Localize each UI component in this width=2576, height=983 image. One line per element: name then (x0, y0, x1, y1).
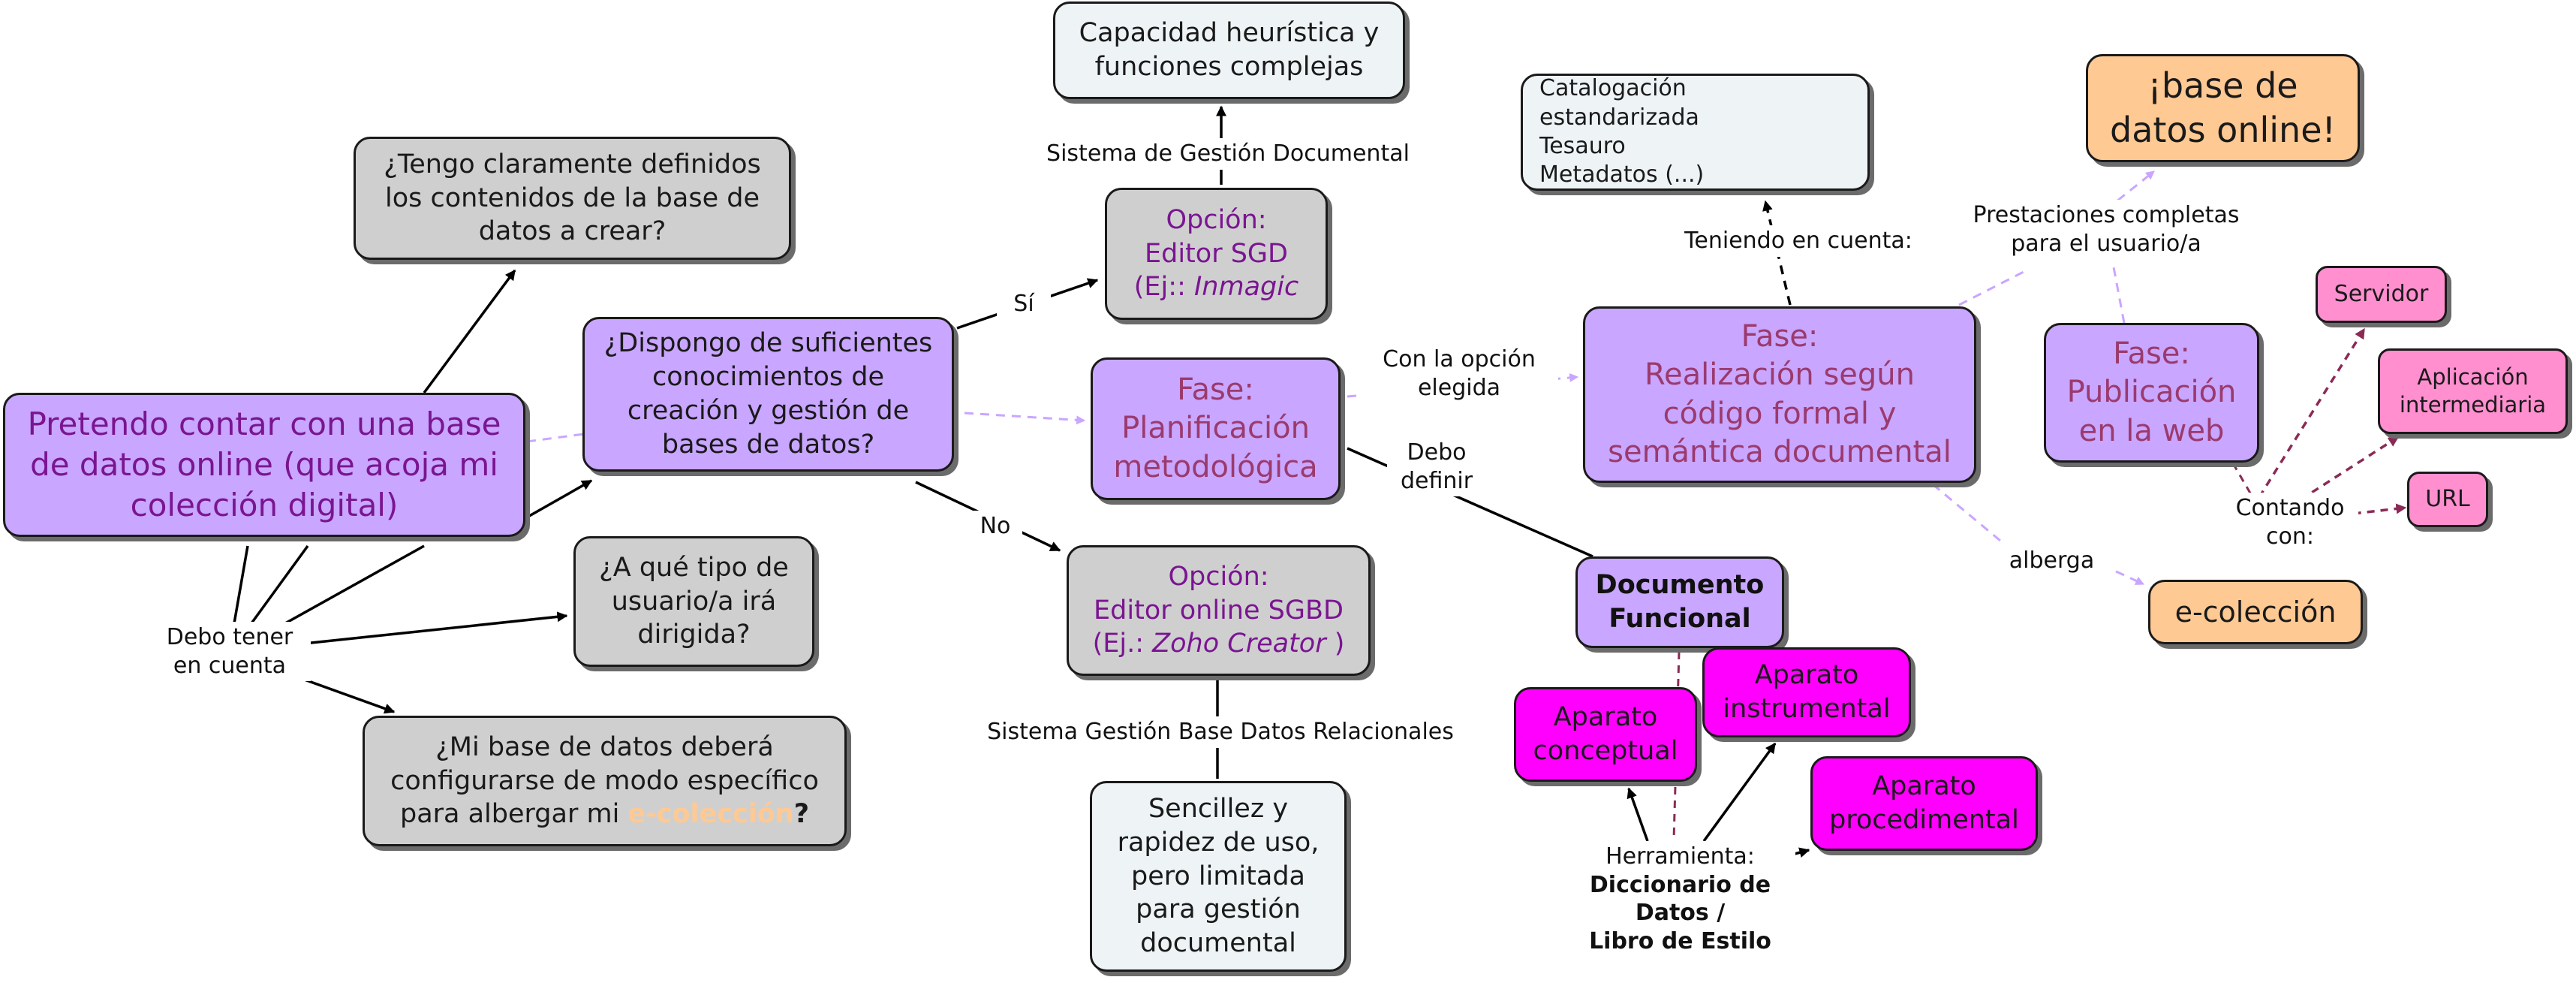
node-editor-sgbd[interactable]: Opción: Editor online SGBD (Ej.: Zoho Cr… (1067, 545, 1371, 676)
connector-pretendo-dispongo-dashed (526, 433, 585, 443)
node-tengo[interactable]: ¿Tengo claramente definidos los contenid… (354, 137, 791, 260)
connector-pretendo-dispongo (525, 479, 593, 520)
connector-realiz-prest (1958, 269, 2027, 306)
node-sgd-l3: (Ej:: Inmagic (1133, 272, 1299, 303)
connector-pretendo-tengo (423, 269, 516, 394)
node-capacidad[interactable]: Capacidad heurística y funciones complej… (1053, 2, 1405, 99)
node-aplicacion-text: Aplicación intermediaria (2399, 363, 2547, 418)
node-url[interactable]: URL (2407, 472, 2488, 527)
node-sgbd-l3: (Ej.: Zoho Creator ) (1092, 629, 1345, 659)
node-aparato-proc-text: Aparato procedimental (1829, 771, 2019, 835)
connector-docfunc-herr (1672, 651, 1681, 840)
label-alberga: alberga (1993, 545, 2111, 577)
node-sgbd-l2: Editor online SGBD (1094, 595, 1344, 626)
node-catalog-l3: Metadatos (...) (1539, 161, 1705, 188)
node-catalog-l1: Catalogación estandarizada (1539, 75, 1699, 131)
node-servidor-text: Servidor (2334, 280, 2429, 307)
node-servidor[interactable]: Servidor (2316, 266, 2447, 323)
connector-prest-basedatos (2105, 170, 2155, 212)
node-ecoleccion-text: e-colección (2174, 595, 2337, 629)
node-publicacion[interactable]: Fase: Publicación en la web (2044, 323, 2259, 463)
node-aparato-instrumental[interactable]: Aparato instrumental (1702, 647, 1911, 737)
node-plan-l3: metodológica (1113, 449, 1318, 484)
node-usuario[interactable]: ¿A qué tipo de usuario/a irá dirigida? (573, 536, 814, 667)
node-tengo-text: ¿Tengo claramente definidos los contenid… (384, 149, 761, 247)
node-mibase-text: ¿Mi base de datos deberá configurarse de… (390, 731, 819, 830)
connector-pretendo-debo-c (284, 544, 425, 625)
label-herramienta: Herramienta: Diccionario de Datos / Libr… (1565, 841, 1795, 957)
label-no: No (968, 511, 1022, 542)
node-planificacion[interactable]: Fase: Planificación metodológica (1091, 357, 1341, 500)
node-sgbd-l1: Opción: (1168, 561, 1269, 592)
node-plan-l1: Fase: (1177, 372, 1254, 408)
node-mibase-highlight: e-colección (627, 799, 794, 830)
connector-herr-conceptual (1627, 787, 1649, 842)
node-publi-l3: en la web (2078, 413, 2225, 448)
node-base-datos-online[interactable]: ¡base de datos online! (2086, 54, 2360, 162)
label-sistema-gestion-bdr: Sistema Gestión Base Datos Relacionales (968, 716, 1473, 748)
node-sgd-l1: Opción: (1166, 204, 1267, 235)
label-teniendo-en-cuenta: Teniendo en cuenta: (1670, 225, 1927, 257)
connector-dispongo-plan (964, 412, 1086, 425)
node-basedatos-text: ¡base de datos online! (2110, 65, 2336, 150)
node-publi-l2: Publicación (2066, 375, 2237, 410)
node-realiz-l2: Realización según (1644, 357, 1915, 393)
node-aplicacion[interactable]: Aplicación intermediaria (2378, 348, 2568, 434)
node-aparato-instr-text: Aparato instrumental (1723, 660, 1891, 724)
node-dispongo[interactable]: ¿Dispongo de suficientes conocimientos d… (582, 317, 954, 472)
node-realiz-l1: Fase: (1741, 319, 1819, 354)
node-aparato-conceptual[interactable]: Aparato conceptual (1514, 687, 1697, 782)
node-plan-l2: Planificación (1121, 411, 1310, 446)
node-catalog-l2: Tesauro (1539, 133, 1626, 159)
node-aparato-procedimental[interactable]: Aparato procedimental (1810, 756, 2038, 851)
label-si: Sí (997, 288, 1051, 320)
connector-pretendo-debo-b (250, 544, 309, 625)
connector-debo-usuario (303, 611, 568, 645)
node-pretendo[interactable]: Pretendo contar con una base de datos on… (3, 393, 525, 537)
node-sgd-l2: Editor SGD (1145, 238, 1288, 269)
node-capacidad-text: Capacidad heurística y funciones complej… (1079, 18, 1380, 82)
connector-herr-instrumental (1702, 742, 1777, 843)
node-dispongo-text: ¿Dispongo de suficientes conocimientos d… (603, 328, 933, 460)
node-editor-sgd[interactable]: Opción: Editor SGD (Ej:: Inmagic (1105, 188, 1328, 320)
node-realiz-l3: código formal y (1663, 396, 1897, 431)
node-e-coleccion[interactable]: e-colección (2148, 580, 2363, 644)
node-url-text: URL (2425, 485, 2470, 512)
connector-contando-servidor (2258, 327, 2366, 498)
node-sencillez[interactable]: Sencillez y rapidez de uso, pero limitad… (1090, 781, 1347, 972)
node-documento-funcional[interactable]: Documento Funcional (1575, 556, 1784, 648)
connector-pretendo-debo-a (233, 545, 249, 624)
node-aparato-conc-text: Aparato conceptual (1533, 702, 1678, 766)
node-catalogacion[interactable]: Catalogación estandarizada Tesauro Metad… (1521, 74, 1870, 191)
node-realiz-l4: semántica documental (1608, 434, 1952, 469)
connector-realiz-alberga (1932, 483, 2001, 542)
connector-debo-mibase (299, 677, 396, 714)
label-sistema-gestion-documental: Sistema de Gestión Documental (1028, 138, 1428, 170)
node-sencillez-text: Sencillez y rapidez de uso, pero limitad… (1117, 794, 1320, 959)
node-mibase[interactable]: ¿Mi base de datos deberá configurarse de… (363, 716, 847, 846)
node-docfunc-text: Documento Funcional (1595, 570, 1765, 634)
node-pretendo-text: Pretendo contar con una base de datos on… (27, 406, 501, 523)
node-usuario-text: ¿A qué tipo de usuario/a irá dirigida? (599, 552, 789, 650)
connector-publi-contando (2231, 463, 2253, 496)
node-publi-l1: Fase: (2113, 336, 2190, 372)
node-realizacion[interactable]: Fase: Realización según código formal y … (1583, 306, 1976, 483)
connector-publi-prest (2112, 267, 2126, 324)
